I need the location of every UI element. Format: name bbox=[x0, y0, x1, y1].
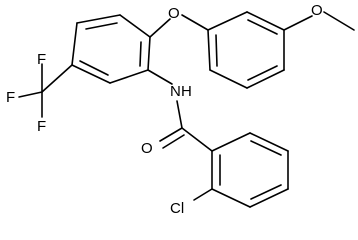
double-bond-inner bbox=[250, 140, 282, 156]
ring-bottom bbox=[211, 132, 289, 208]
ring-right bbox=[207, 11, 285, 89]
bond bbox=[246, 69, 285, 89]
carbonyl-oxygen-label: O bbox=[141, 140, 153, 157]
bond bbox=[71, 64, 111, 84]
double-bond-inner bbox=[85, 22, 118, 30]
bond bbox=[246, 11, 285, 31]
ether-oxygen-label: O bbox=[168, 5, 180, 22]
bond-methyl bbox=[323, 11, 355, 31]
double-bond-inner bbox=[79, 60, 109, 76]
methoxy-oxygen-label: O bbox=[311, 2, 323, 19]
molecule-diagram: O O F F F N H O bbox=[6, 2, 355, 217]
bond-ring-ether bbox=[149, 18, 171, 38]
double-bond-inner bbox=[139, 41, 142, 67]
bond bbox=[249, 188, 289, 208]
bond-carbonyl-ring bbox=[181, 127, 213, 152]
fluorine-bottom-label: F bbox=[37, 118, 46, 135]
bond-c-f-left bbox=[18, 91, 43, 98]
double-bond-inner bbox=[250, 184, 282, 200]
bond bbox=[211, 188, 251, 208]
fluorine-left-label: F bbox=[6, 89, 15, 106]
double-bond-inner bbox=[215, 34, 218, 67]
bond bbox=[209, 69, 248, 89]
ring-left bbox=[71, 14, 151, 84]
bond-ring-methoxy bbox=[283, 15, 313, 31]
carbonyl-bond-outer bbox=[159, 127, 183, 142]
bond bbox=[207, 29, 211, 71]
bond bbox=[249, 132, 289, 152]
nitrogen-label: N bbox=[170, 83, 181, 100]
nitrogen-hydrogen-label: H bbox=[181, 83, 192, 100]
bond-ether-ring bbox=[181, 14, 209, 31]
structure-svg: O O F F F N H O bbox=[6, 2, 355, 217]
chlorine-label: Cl bbox=[170, 200, 184, 217]
fluorine-top-label: F bbox=[37, 51, 46, 68]
double-bond-inner bbox=[247, 19, 278, 35]
bond-ring-cf3 bbox=[41, 64, 73, 93]
double-bond-inner bbox=[247, 65, 278, 81]
bond bbox=[76, 14, 121, 24]
bond bbox=[119, 14, 151, 38]
bond bbox=[109, 69, 149, 84]
bond bbox=[147, 36, 151, 71]
bond-ring-nitrogen bbox=[147, 69, 173, 85]
bond bbox=[211, 132, 251, 152]
bond bbox=[207, 11, 248, 31]
bond-nitrogen-carbonyl bbox=[176, 100, 183, 129]
bond bbox=[71, 22, 78, 66]
bond-ring-chlorine bbox=[193, 188, 213, 201]
carbonyl-bond-inner bbox=[162, 134, 185, 149]
